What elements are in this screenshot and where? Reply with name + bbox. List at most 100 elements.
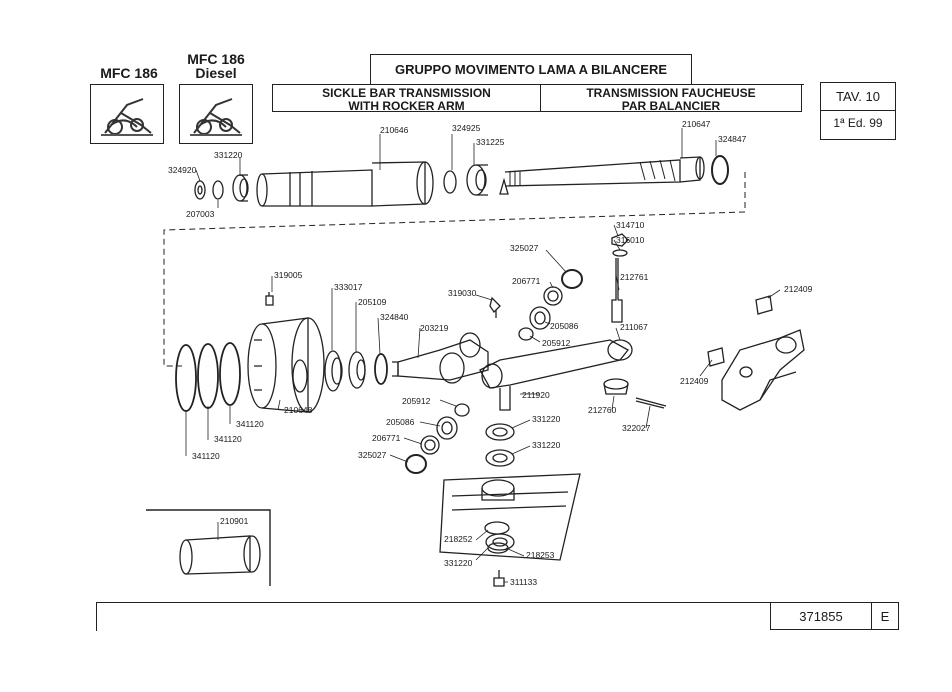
shim-218252	[484, 521, 510, 535]
circlip-324847	[711, 155, 729, 185]
revision-letter: E	[880, 609, 890, 624]
label-205086-bot: 205086	[386, 417, 415, 427]
grease-nipple-212409-a	[755, 295, 773, 315]
label-319030: 319030	[448, 288, 477, 298]
label-211920: 211920	[522, 390, 550, 400]
title-italian: GRUPPO MOVIMENTO LAMA A BILANCERE	[394, 62, 668, 77]
label-205086-top: 205086	[550, 321, 579, 331]
label-319005: 319005	[274, 270, 303, 280]
ring-205912-bot	[454, 403, 470, 417]
bushing-206771-top	[543, 286, 563, 306]
label-205912-bot: 205912	[402, 396, 431, 406]
doc-number: 371855	[799, 609, 843, 624]
label-210901: 210901	[220, 516, 249, 526]
grease-nipple-212409-b	[707, 347, 725, 367]
ring-324840	[374, 353, 388, 385]
machine-thumbnail-1	[90, 84, 164, 144]
grease-nipple-319030	[489, 296, 501, 318]
label-206771-bot: 206771	[372, 433, 401, 443]
washer-316010	[612, 249, 628, 257]
label-325027-top: 325027	[510, 243, 539, 253]
bracket-211067	[721, 329, 805, 411]
split-pin-322027	[635, 397, 667, 409]
label-212409-a: 212409	[784, 284, 813, 294]
table-info-box: TAV. 10 1ª Ed. 99	[820, 82, 896, 140]
ring-324925	[443, 170, 457, 194]
housing-210648	[247, 317, 325, 413]
label-324840: 324840	[380, 312, 409, 322]
model-label-1: MFC 186	[100, 65, 158, 81]
pin-212761	[611, 258, 623, 323]
bushing-206771-bot	[420, 435, 440, 455]
revision-box: E	[871, 602, 899, 630]
bushing-205086-top	[529, 306, 551, 330]
label-203219: 203219	[420, 323, 449, 333]
title-french-box: TRANSMISSION FAUCHEUSE PAR BALANCIER	[540, 84, 802, 112]
washer-324920	[194, 180, 206, 200]
bearing-331225	[466, 164, 488, 196]
bearing-331220-top	[232, 174, 249, 202]
label-205109: 205109	[358, 297, 387, 307]
label-331220-top: 331220	[214, 150, 243, 160]
label-325027-bot: 325027	[358, 450, 387, 460]
bearing-331220-mid2	[485, 449, 515, 467]
doc-number-box: 371855	[770, 602, 872, 630]
machine-thumbnail-2	[179, 84, 253, 144]
footer-frame	[96, 602, 899, 631]
edition-label: 1ª Ed. 99	[833, 116, 883, 130]
label-212409-b: 212409	[680, 376, 709, 386]
label-212761: 212761	[620, 272, 649, 282]
label-218252: 218252	[444, 534, 473, 544]
title-english-box: SICKLE BAR TRANSMISSION WITH ROCKER ARM	[272, 84, 541, 112]
seal-325027-bot	[405, 454, 427, 474]
title-italian-box: GRUPPO MOVIMENTO LAMA A BILANCERE	[370, 54, 692, 85]
label-331220-mid1: 331220	[532, 414, 561, 424]
bearing-331220-mid1	[485, 423, 515, 441]
label-324920: 324920	[168, 165, 197, 175]
title-english-line2: WITH ROCKER ARM	[348, 98, 465, 113]
ring-205912-top	[518, 327, 534, 341]
knob-212760	[603, 378, 629, 395]
label-333017: 333017	[334, 282, 363, 292]
label-206771-top: 206771	[512, 276, 541, 286]
label-341120-a: 341120	[236, 419, 264, 429]
table-number: TAV. 10	[821, 83, 895, 111]
title-english-line1: SICKLE BAR TRANSMISSION	[322, 86, 491, 100]
tube-210646	[256, 161, 434, 207]
label-210647: 210647	[682, 119, 711, 129]
bushing-205086-bot	[436, 416, 458, 440]
bearing-205109	[348, 351, 366, 389]
rocker-arm-211920	[479, 339, 633, 411]
label-324847: 324847	[718, 134, 747, 144]
bearing-333017	[324, 350, 343, 392]
label-207003: 207003	[186, 209, 215, 219]
title-french-line2: PAR BALANCIER	[621, 98, 721, 113]
ring-207003	[212, 180, 224, 200]
label-331220-bot: 331220	[444, 558, 473, 568]
label-212760: 212760	[588, 405, 617, 415]
part-labels: 210646 324925 331225 210647 324847 33122…	[168, 119, 813, 587]
label-210646: 210646	[380, 125, 409, 135]
label-324925: 324925	[452, 123, 481, 133]
label-341120-c: 341120	[192, 451, 220, 461]
label-316010: 316010	[616, 235, 645, 245]
label-322027: 322027	[622, 423, 651, 433]
label-211067: 211067	[620, 322, 648, 332]
label-210648: 210648	[284, 405, 313, 415]
label-311133: 311133	[510, 577, 537, 587]
label-314710: 314710	[616, 220, 645, 230]
label-341120-b: 341120	[214, 434, 242, 444]
bearing-331220-bot	[485, 533, 515, 551]
seal-325027-top	[561, 269, 583, 289]
model-label-2-line2: Diesel	[195, 65, 237, 81]
label-331225: 331225	[476, 137, 505, 147]
label-218253: 218253	[526, 550, 555, 560]
sleeve-210901	[179, 535, 261, 575]
bolt-311133	[493, 570, 505, 587]
model-label-2-line1: MFC 186	[187, 51, 245, 67]
title-french-line1: TRANSMISSION FAUCHEUSE	[586, 86, 756, 100]
snap-rings-341120	[175, 342, 241, 412]
knife-head-plate	[439, 473, 581, 561]
label-331220-mid2: 331220	[532, 440, 561, 450]
